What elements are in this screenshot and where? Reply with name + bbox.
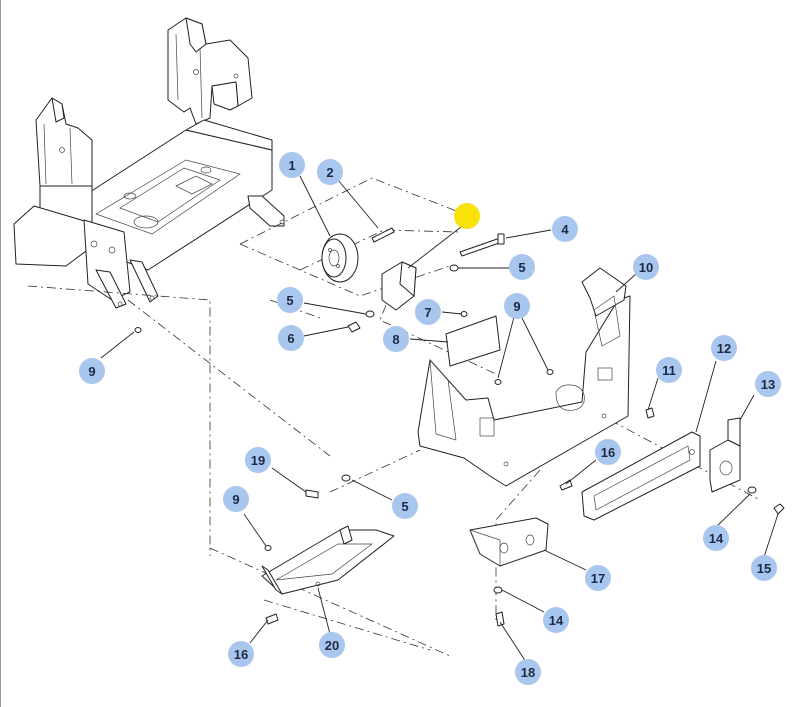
callout-label: 9 xyxy=(88,364,95,379)
callout-label: 19 xyxy=(251,453,265,468)
front-bracket-10 xyxy=(417,267,631,487)
callout-label: 1 xyxy=(288,158,295,173)
callout-circle xyxy=(751,555,777,581)
callout-c8[interactable]: 8 xyxy=(383,326,409,352)
callout-label: 2 xyxy=(326,165,333,180)
callout-c11[interactable]: 11 xyxy=(656,357,682,383)
callout-c13[interactable]: 13 xyxy=(755,371,781,397)
callout-c20[interactable]: 20 xyxy=(319,632,345,658)
callout-circle xyxy=(277,287,303,313)
callout-circle xyxy=(515,659,541,685)
main-frame-assembly xyxy=(13,17,285,309)
callout-c7[interactable]: 7 xyxy=(415,299,441,325)
callout-circle xyxy=(543,607,569,633)
callout-label: 16 xyxy=(601,445,615,460)
leader-lines xyxy=(100,175,779,663)
callout-circle xyxy=(595,439,621,465)
callout-circle xyxy=(755,371,781,397)
callout-circle xyxy=(703,525,729,551)
callout-c1[interactable]: 1 xyxy=(279,152,305,178)
callout-c5c[interactable]: 5 xyxy=(392,493,418,519)
wheel-part xyxy=(321,233,359,283)
callout-circle xyxy=(319,632,345,658)
callout-c2[interactable]: 2 xyxy=(317,159,343,185)
plate-13 xyxy=(709,417,741,493)
callout-circle xyxy=(317,159,343,185)
callout-label: 15 xyxy=(757,561,771,576)
callout-label: 4 xyxy=(561,222,569,237)
callout-circle xyxy=(278,325,304,351)
plate-8 xyxy=(445,315,501,367)
frame-left-border xyxy=(0,0,1,707)
washers-nuts xyxy=(134,264,757,594)
callout-c14a[interactable]: 14 xyxy=(703,525,729,551)
callout-circle xyxy=(415,299,441,325)
callout-label: 5 xyxy=(401,499,408,514)
callout-c4[interactable]: 4 xyxy=(552,216,578,242)
footplate-20 xyxy=(261,525,395,595)
bracket-part xyxy=(381,261,417,311)
callout-circle xyxy=(633,254,659,280)
callout-c9b[interactable]: 9 xyxy=(79,358,105,384)
callout-c5b[interactable]: 5 xyxy=(277,287,303,313)
callout-c16b[interactable]: 16 xyxy=(228,641,254,667)
callout-c16a[interactable]: 16 xyxy=(595,439,621,465)
callout-circle xyxy=(552,216,578,242)
callout-c19[interactable]: 19 xyxy=(245,447,271,473)
callout-label: 11 xyxy=(662,363,676,378)
callout-c9c[interactable]: 9 xyxy=(223,486,249,512)
callout-label: 5 xyxy=(286,293,293,308)
callout-label: 5 xyxy=(518,260,525,275)
bolt-4 xyxy=(459,233,505,257)
highlight-marker[interactable] xyxy=(454,203,480,229)
callout-circle xyxy=(392,493,418,519)
callout-label: 20 xyxy=(325,638,339,653)
callout-label: 13 xyxy=(761,377,775,392)
callout-label: 7 xyxy=(424,305,431,320)
callout-label: 10 xyxy=(639,260,653,275)
callout-c15[interactable]: 15 xyxy=(751,555,777,581)
callout-c6[interactable]: 6 xyxy=(278,325,304,351)
screws xyxy=(265,407,785,627)
pin-part xyxy=(371,227,395,243)
callout-circle xyxy=(504,293,530,319)
callout-c12[interactable]: 12 xyxy=(711,335,737,361)
callout-label: 6 xyxy=(287,331,294,346)
callout-label: 14 xyxy=(549,613,564,628)
bar-12 xyxy=(581,431,701,521)
callout-circle xyxy=(223,486,249,512)
callout-label: 12 xyxy=(717,341,731,356)
callout-circle xyxy=(245,447,271,473)
callout-circle xyxy=(509,254,535,280)
callout-c5a[interactable]: 5 xyxy=(509,254,535,280)
callout-circle xyxy=(711,335,737,361)
callout-c9a[interactable]: 9 xyxy=(504,293,530,319)
callout-circle xyxy=(585,565,611,591)
callout-circle xyxy=(228,641,254,667)
callout-label: 16 xyxy=(234,647,248,662)
callout-label: 9 xyxy=(232,492,239,507)
callout-label: 8 xyxy=(392,332,399,347)
callout-circle xyxy=(79,358,105,384)
callout-circle xyxy=(383,326,409,352)
callout-c10[interactable]: 10 xyxy=(633,254,659,280)
callout-label: 18 xyxy=(521,665,535,680)
bracket-17 xyxy=(469,517,549,567)
callout-label: 14 xyxy=(709,531,724,546)
callout-c18[interactable]: 18 xyxy=(515,659,541,685)
callout-circle xyxy=(656,357,682,383)
callout-c14b[interactable]: 14 xyxy=(543,607,569,633)
callout-circle xyxy=(279,152,305,178)
callout-c17[interactable]: 17 xyxy=(585,565,611,591)
callout-label: 9 xyxy=(513,299,520,314)
callout-label: 17 xyxy=(591,571,605,586)
